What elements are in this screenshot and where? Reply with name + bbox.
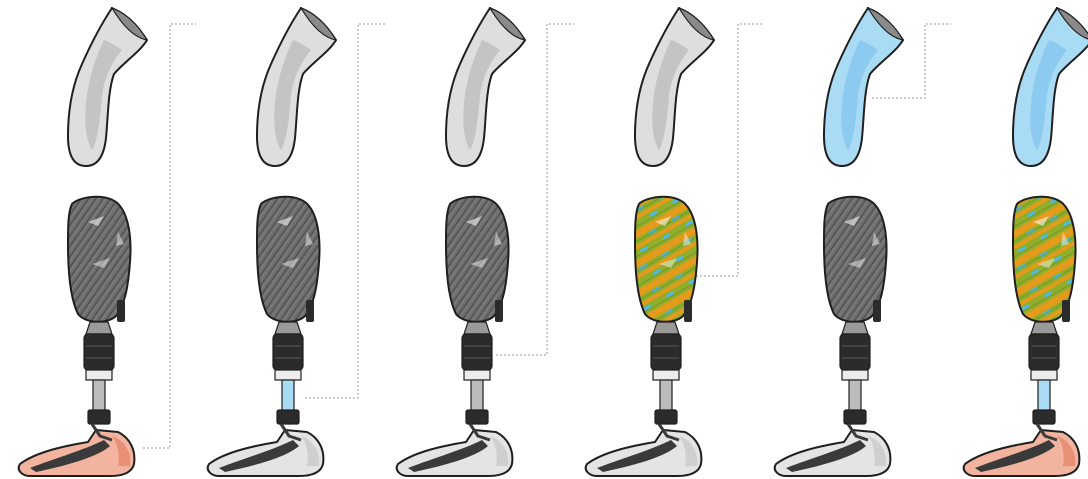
socket — [257, 197, 320, 322]
pylon-adapter — [1033, 410, 1055, 424]
socket-valve — [873, 300, 881, 322]
adapter — [273, 322, 303, 380]
adapter-block — [84, 334, 114, 370]
socket — [68, 197, 131, 322]
socket — [1013, 197, 1076, 322]
liner — [1013, 8, 1088, 166]
adapter-block — [273, 334, 303, 370]
adapter-block — [840, 334, 870, 370]
prosthesis-config-3 — [397, 8, 525, 476]
pylon-adapter — [844, 410, 866, 424]
socket-valve — [684, 300, 692, 322]
pylon — [849, 380, 861, 412]
liner — [824, 8, 903, 166]
liner — [68, 8, 147, 166]
adapter — [840, 322, 870, 380]
prosthesis-columns — [19, 8, 1088, 476]
adapter-top — [464, 322, 490, 334]
pylon-adapter — [655, 410, 677, 424]
adapter — [462, 322, 492, 380]
adapter-clamp — [1031, 370, 1057, 380]
foot — [397, 424, 513, 476]
pylon — [282, 380, 294, 412]
pylon — [660, 380, 672, 412]
socket — [446, 197, 509, 322]
socket-valve — [117, 300, 125, 322]
socket-valve — [495, 300, 503, 322]
pylon-adapter — [466, 410, 488, 424]
adapter — [84, 322, 114, 380]
foot — [19, 424, 135, 476]
pylon-adapter — [88, 410, 110, 424]
foot — [208, 424, 324, 476]
socket-valve — [1062, 300, 1070, 322]
adapter-block — [651, 334, 681, 370]
foot — [775, 424, 891, 476]
adapter-clamp — [275, 370, 301, 380]
connector-line-socket — [692, 24, 762, 276]
adapter-clamp — [842, 370, 868, 380]
liner — [257, 8, 336, 166]
pylon — [93, 380, 105, 412]
connector-line-foot — [143, 24, 196, 448]
adapter-top — [842, 322, 868, 334]
prosthesis-config-1 — [19, 8, 147, 476]
liner — [446, 8, 525, 166]
socket — [824, 197, 887, 322]
adapter-top — [275, 322, 301, 334]
pylon-adapter — [277, 410, 299, 424]
adapter-clamp — [653, 370, 679, 380]
adapter — [1029, 322, 1059, 380]
adapter-top — [1031, 322, 1057, 334]
pylon — [1038, 380, 1050, 412]
prosthesis-config-6 — [964, 8, 1088, 476]
socket — [635, 197, 698, 322]
connector-line-adapter — [496, 24, 574, 355]
adapter-top — [653, 322, 679, 334]
foot — [964, 424, 1080, 476]
adapter-clamp — [86, 370, 112, 380]
adapter — [651, 322, 681, 380]
adapter-clamp — [464, 370, 490, 380]
foot — [586, 424, 702, 476]
prosthesis-config-5 — [775, 8, 903, 476]
adapter-block — [462, 334, 492, 370]
liner — [635, 8, 714, 166]
adapter-block — [1029, 334, 1059, 370]
prosthesis-config-4 — [586, 8, 714, 476]
prosthesis-config-2 — [208, 8, 336, 476]
pylon — [471, 380, 483, 412]
socket-valve — [306, 300, 314, 322]
connector-line-pylon — [305, 24, 385, 398]
adapter-top — [86, 322, 112, 334]
